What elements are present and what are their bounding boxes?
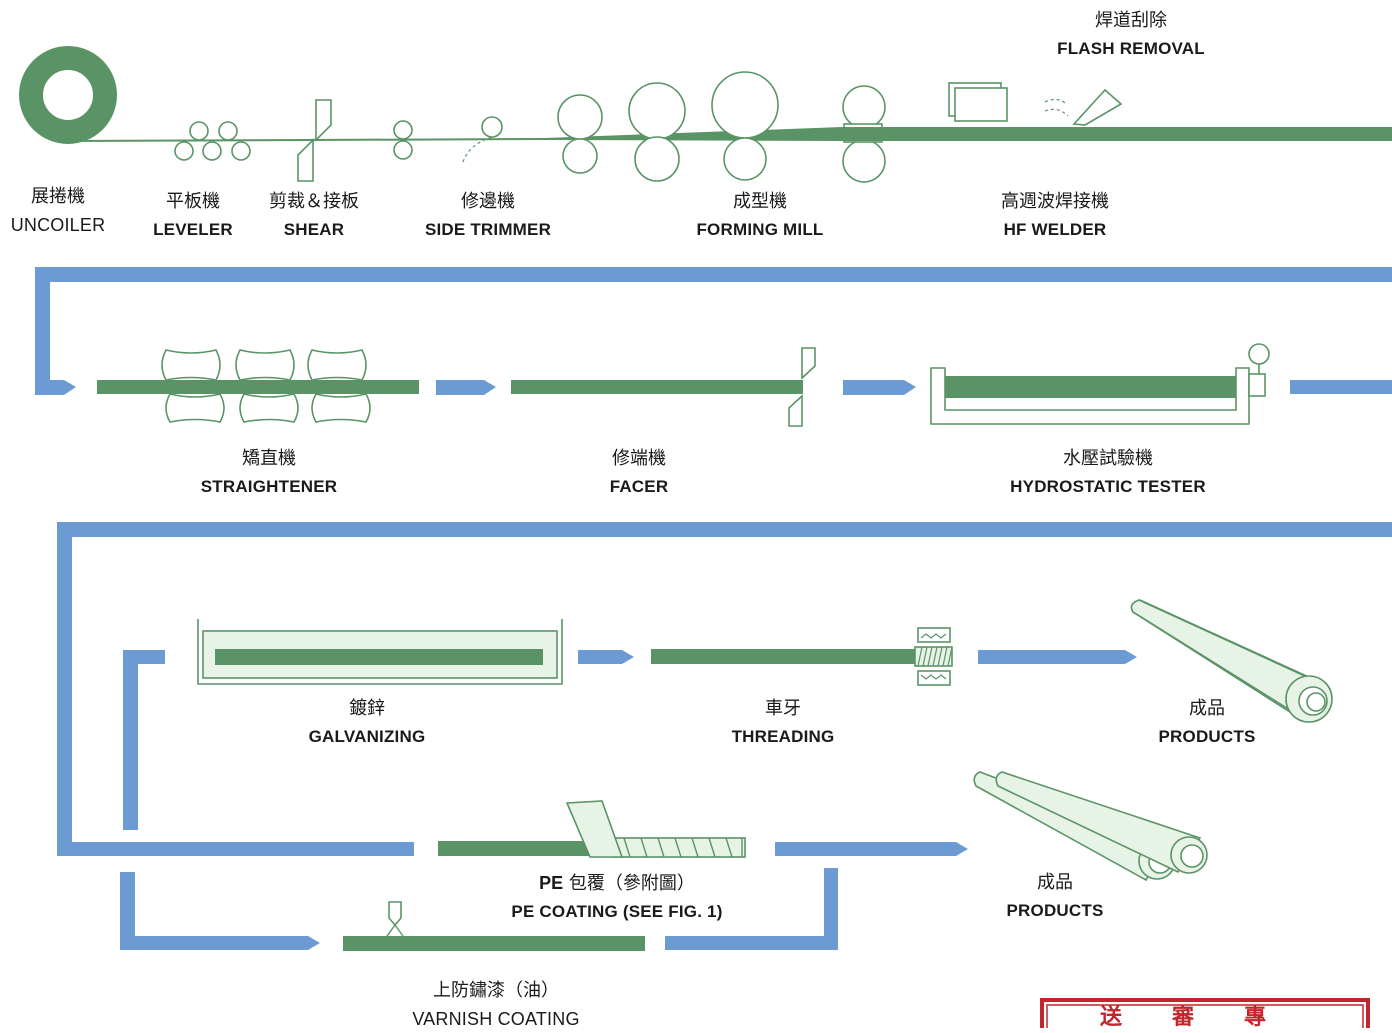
label-facer: 修端機 FACER [609,448,669,496]
flash-removal-tool [1044,88,1123,126]
label-side-trimmer: 修邊機 SIDE TRIMMER [424,191,552,239]
shear-blades [297,99,332,182]
label-products-1: 成品 PRODUCTS [1158,698,1256,746]
label-shear: 剪裁＆接板 SHEAR [269,191,359,239]
forming-strip [545,127,842,141]
galvanizing-bath [197,619,563,685]
stamp-text: 送審專用 [1100,1005,1317,1028]
label-forming-mill: 成型機 FORMING MILL [696,191,824,239]
pe-wrapping [565,800,746,858]
product-pipe-single [1130,599,1333,723]
approval-stamp [1040,998,1370,1028]
label-uncoiler: 展捲機 UNCOILER [10,186,106,235]
row-4-pe-coating [438,771,1208,882]
label-flash-removal: 焊道刮除 FLASH REMOVAL [1057,10,1205,58]
flow-connector-2 [57,522,1392,856]
label-hf-welder: 高週波焊接機 HF WELDER [1001,191,1109,239]
facer-blades [788,347,816,427]
label-threading: 車牙 THREADING [731,698,835,746]
hf-welder-box [948,82,1008,122]
side-trimmer-roll [462,116,503,163]
label-straightener: 矯直機 STRAIGHTENER [200,448,338,496]
label-pe-coating: PE 包覆（參附圖） PE COATING (SEE FIG. 1) [511,873,723,921]
label-galvanizing: 鍍鋅 GALVANIZING [308,698,426,746]
product-pipes-double [973,771,1208,882]
label-hydrostatic-tester: 水壓試驗機 HYDROSTATIC TESTER [1010,448,1206,496]
row-3-galvanizing [197,599,1333,723]
welded-pipe [842,127,1392,141]
label-leveler: 平板機 LEVELER [153,191,233,239]
leveler-rolls [174,121,251,161]
varnish-nozzle [386,901,404,937]
label-products-2: 成品 PRODUCTS [1006,872,1104,920]
row-1-forming-line [19,46,1392,183]
hydrostatic-tank [930,343,1270,425]
label-varnish-coating: 上防鏽漆（油） VARNISH COATING [412,980,580,1029]
steel-strip [69,138,546,142]
uncoiler-coil [19,46,117,144]
threading-die [914,627,953,686]
straightener-rolls [161,349,371,423]
row-2-finishing [97,343,1392,427]
pinch-rolls [393,120,413,160]
flow-connector-1 [35,267,1392,395]
row-5-varnish [120,868,838,951]
forming-mill-rolls [557,71,779,182]
